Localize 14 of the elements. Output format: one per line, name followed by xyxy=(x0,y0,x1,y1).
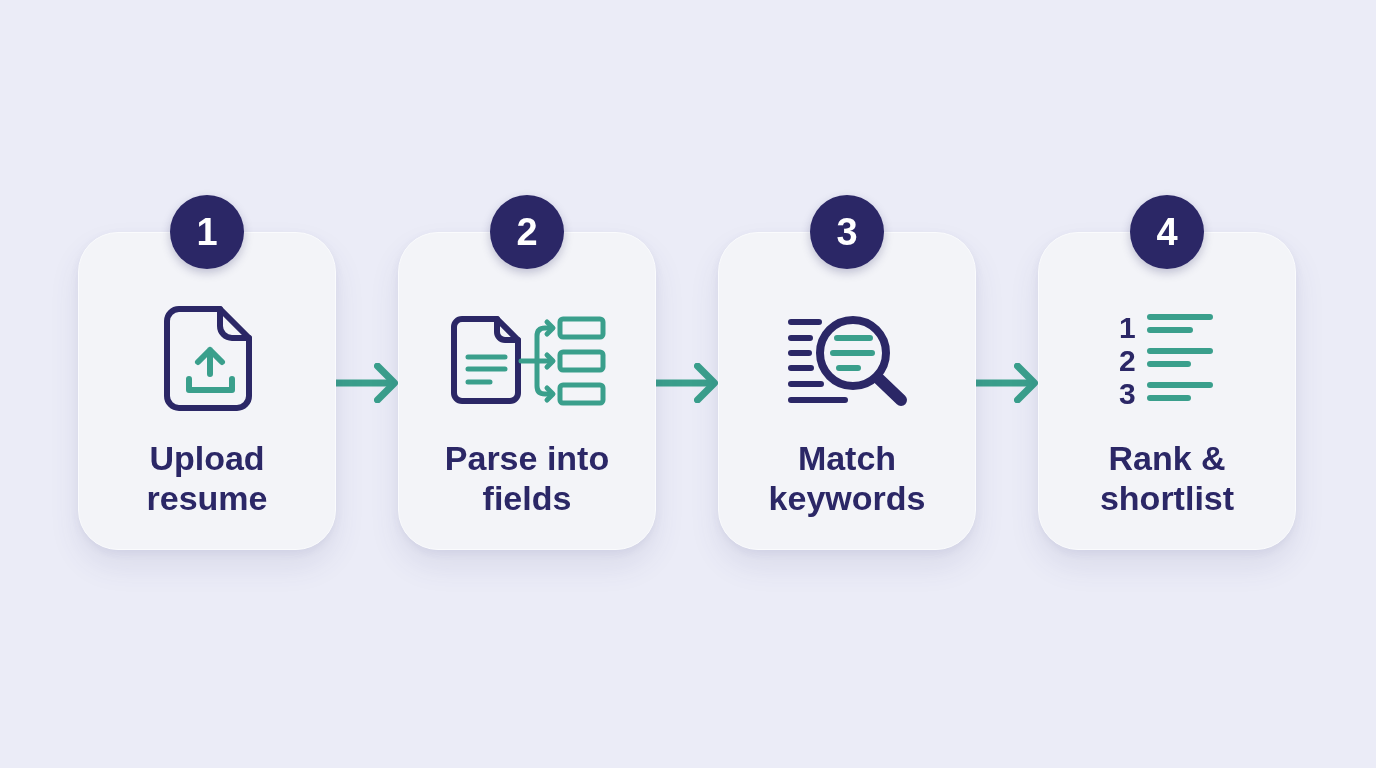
step-number-badge: 3 xyxy=(810,195,884,269)
arrow xyxy=(336,362,398,404)
step-number-badge: 1 xyxy=(170,195,244,269)
arrow xyxy=(976,362,1038,404)
rank-number: 2 xyxy=(1119,344,1136,377)
rank-number: 1 xyxy=(1119,311,1136,344)
arrow xyxy=(656,362,718,404)
step-title: Parse into fields xyxy=(443,438,611,518)
step-number-badge: 4 xyxy=(1130,195,1204,269)
step-title: Rank & shortlist xyxy=(1098,438,1236,518)
step-number-badge: 2 xyxy=(490,195,564,269)
rank-number: 3 xyxy=(1119,377,1136,410)
step-title: Match keywords xyxy=(767,438,927,518)
step-title: Upload resume xyxy=(145,438,269,518)
